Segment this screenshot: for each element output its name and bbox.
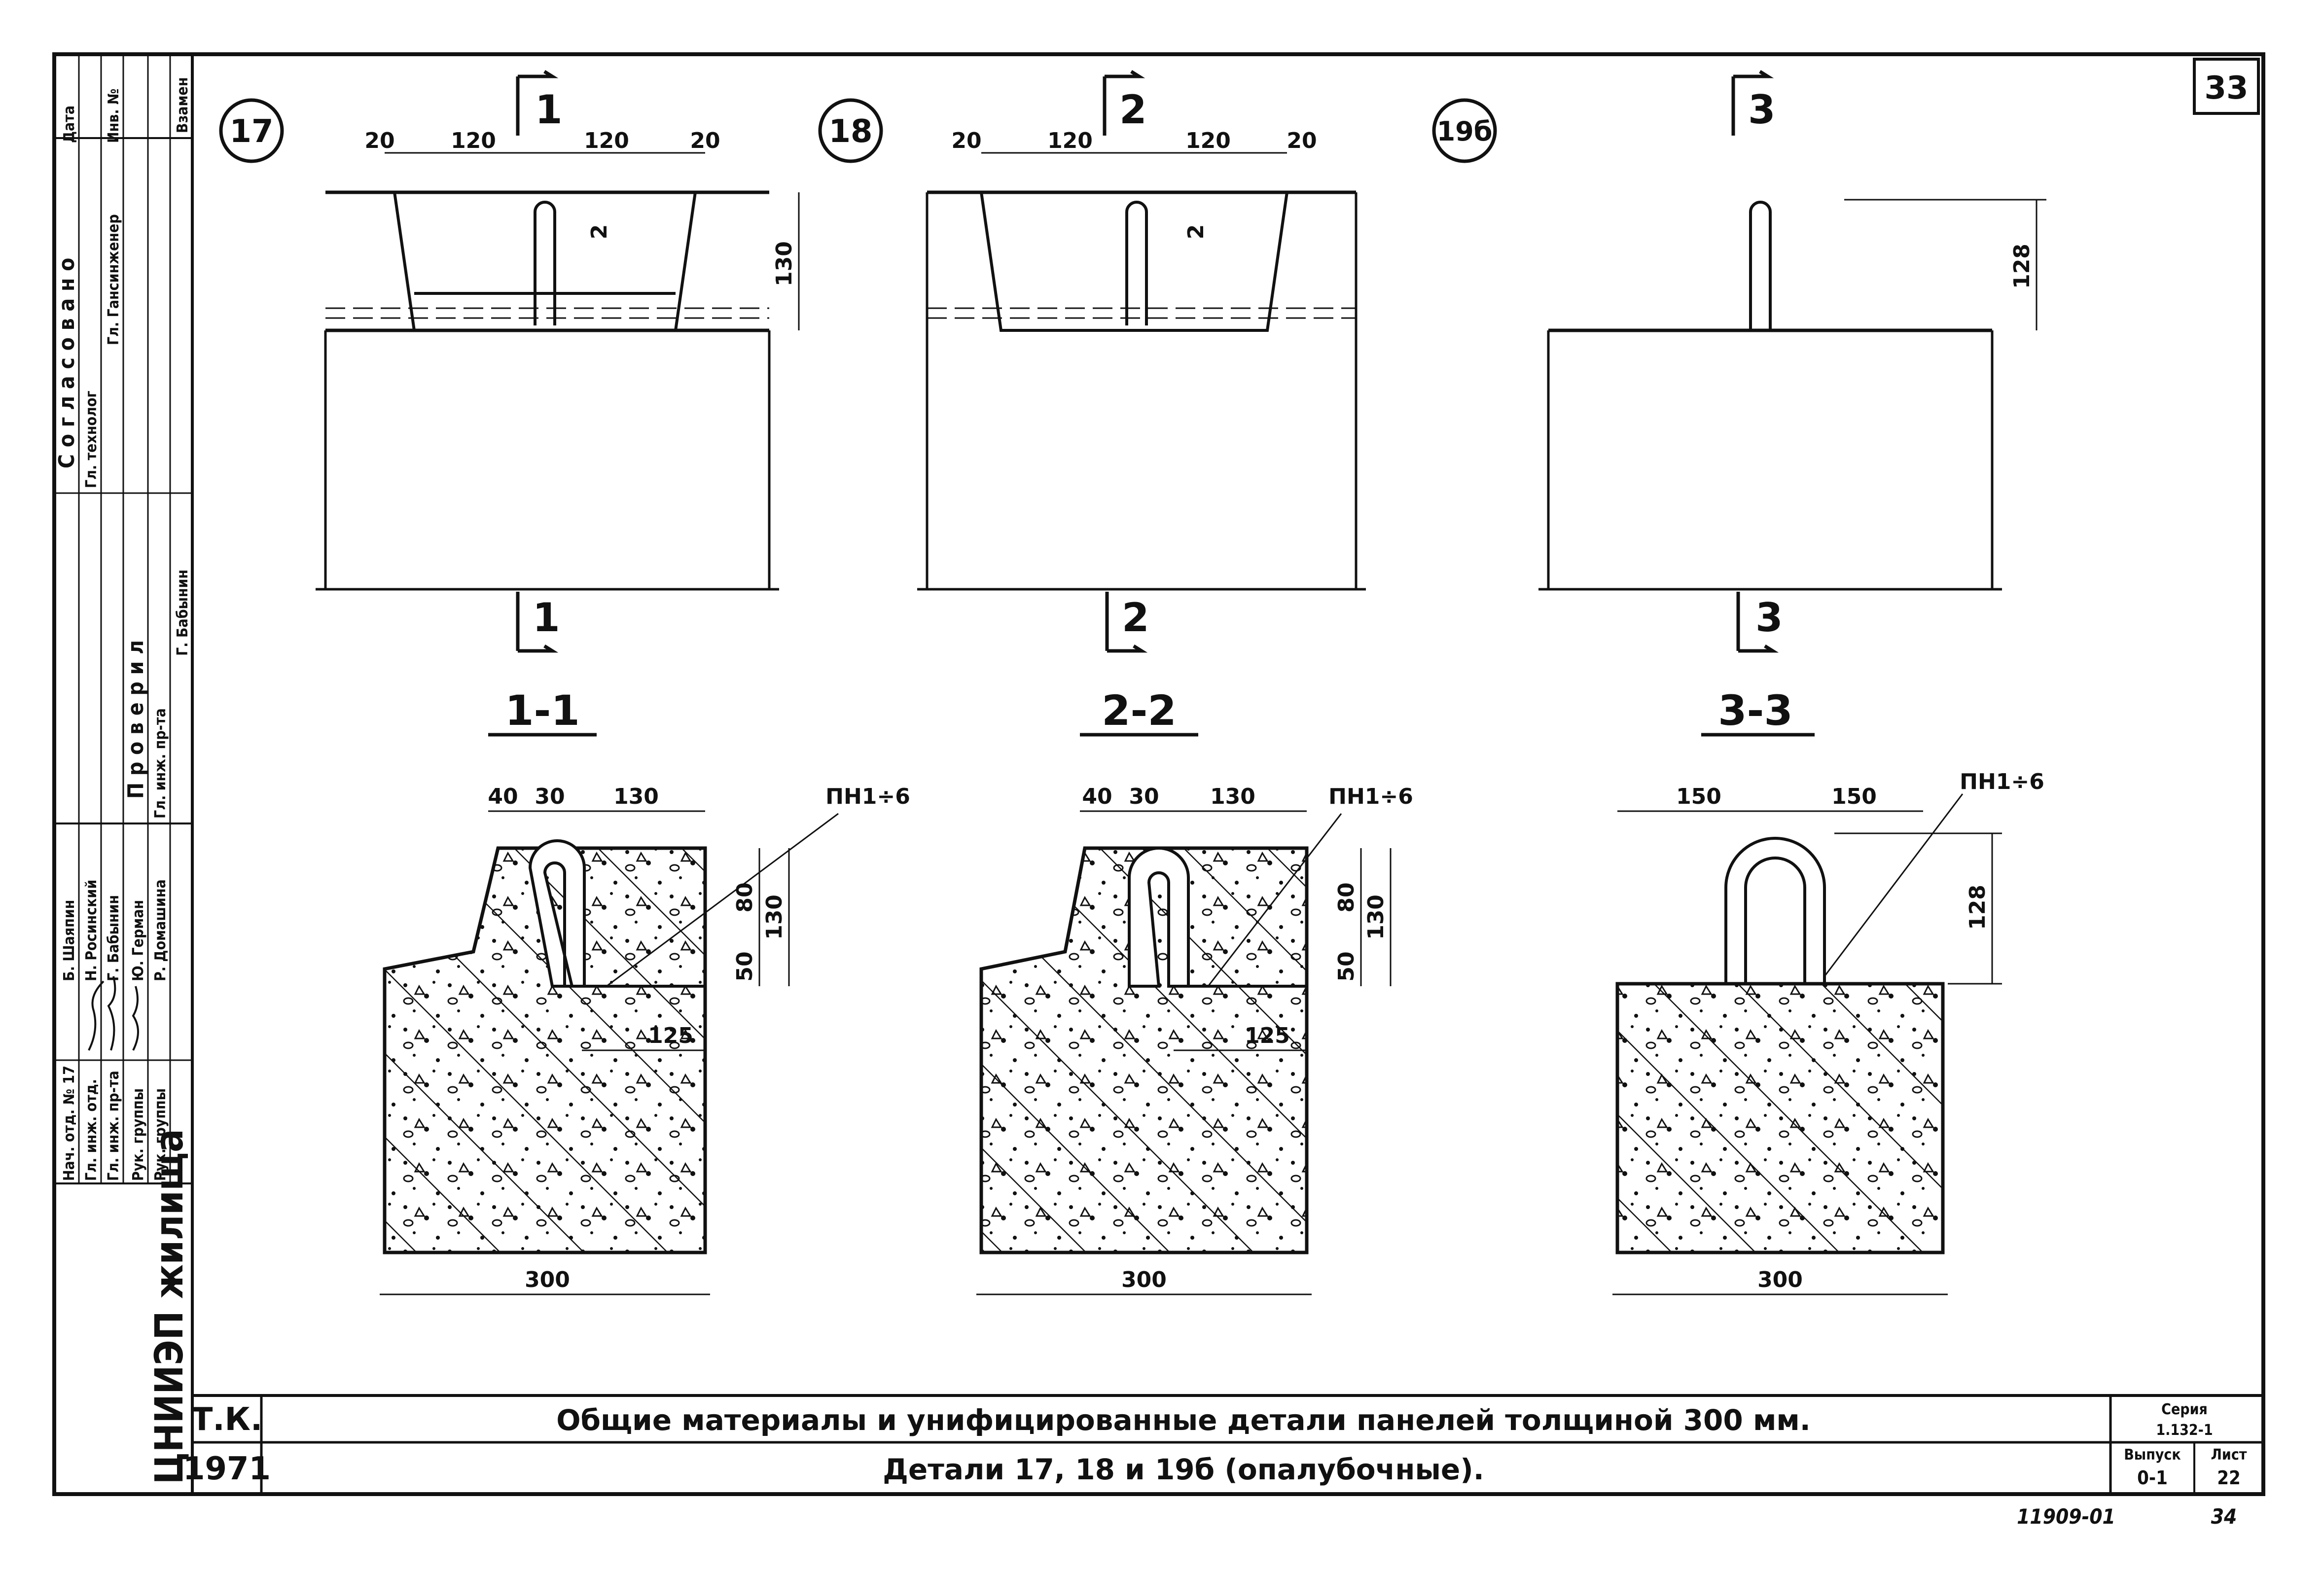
dim-18-d: 20 <box>1287 128 1317 153</box>
detail-18: 18 2 2 20 120 120 20 2 2-2 40 30 130 ПН1… <box>818 70 1413 1295</box>
signature-1 <box>88 980 105 1051</box>
name-3: Г. Бабынин <box>105 895 122 981</box>
dim-17-height: 130 <box>772 241 797 286</box>
dim-17-c: 120 <box>584 128 629 153</box>
dim-17-small: 2 <box>587 224 612 240</box>
series-label: Серия <box>2161 1401 2208 1418</box>
title-line-2: Детали 17, 18 и 19б (опалубочные). <box>883 1453 1484 1486</box>
signature-2 <box>107 976 116 1051</box>
section-title-1-1: 1-1 <box>505 686 580 735</box>
dim-19b-sec-left: 150 <box>1676 784 1721 809</box>
dim-17-bottom: 300 <box>525 1267 570 1292</box>
role-4: Рук. группы <box>130 1088 147 1181</box>
sheet-number-box: 33 <box>2193 58 2260 115</box>
col-replace-label: Взамен <box>174 77 191 133</box>
detail-marker-19b <box>1432 98 1497 163</box>
dim-17-sec-40: 40 <box>488 784 518 809</box>
dim-19b-r128: 128 <box>1965 885 1990 930</box>
dim-17-sec-30: 30 <box>535 784 565 809</box>
section-mark-top-3: 3 <box>1748 87 1776 133</box>
dim-18-r130: 130 <box>1363 894 1389 940</box>
dim-17-r50: 50 <box>732 951 757 981</box>
dim-17-r130: 130 <box>762 894 787 940</box>
approval-role-1: Гл. технолог <box>83 391 100 488</box>
dim-18-r50: 50 <box>1334 951 1359 981</box>
issue-value: 0-1 <box>2137 1467 2168 1489</box>
dim-18-sec-130: 130 <box>1210 784 1255 809</box>
section-mark-top-1: 1 <box>535 87 563 133</box>
dim-17-sec-130: 130 <box>613 784 659 809</box>
name-1: Б. Шаяпин <box>61 900 78 981</box>
issue-label: Выпуск <box>2124 1446 2181 1464</box>
dim-18-bottom: 300 <box>1121 1267 1167 1292</box>
page-number: 34 <box>2211 1504 2237 1529</box>
role-1: Нач. отд. № 17 <box>61 1066 78 1181</box>
loop-label-19b: ПН1÷6 <box>1960 769 2044 794</box>
detail-id-19b: 19б <box>1437 116 1493 147</box>
dim-18-small: 2 <box>1183 224 1209 240</box>
dim-18-c: 120 <box>1185 128 1231 153</box>
name-5: Р. Домашина <box>152 879 169 981</box>
dim-18-sec-40: 40 <box>1082 784 1112 809</box>
signature-3 <box>132 986 139 1051</box>
col-date-label: Дата <box>61 106 78 143</box>
col-inv-label: Инв. № <box>105 89 122 143</box>
detail-marker-17 <box>219 98 284 163</box>
section-mark-top-2: 2 <box>1119 87 1147 133</box>
role-2: Гл. инж. отд. <box>83 1079 100 1181</box>
dim-18-sec-30: 30 <box>1129 784 1159 809</box>
role-5: Рук. группы <box>152 1088 169 1181</box>
loop-label-17: ПН1÷6 <box>825 784 910 809</box>
check-name: Г. Бабынин <box>174 570 191 656</box>
detail-marker-18 <box>818 98 883 163</box>
detail-id-17: 17 <box>229 113 273 150</box>
approval-header: С о г л а с о в а н о <box>54 258 79 468</box>
code: Т.К. <box>191 1401 263 1438</box>
sheet-label: Лист <box>2211 1446 2247 1464</box>
approval-stamp: Дата Инв. № Взамен С о г л а с о в а н о… <box>54 54 192 1484</box>
org-name: ЦНИИЭП жилища <box>147 1129 192 1484</box>
title-line-1: Общие материалы и унифицированные детали… <box>556 1403 1811 1437</box>
dim-18-r80: 80 <box>1334 882 1359 912</box>
detail-19b: 19б 3 3 128 3-3 150 150 ПН1÷6 128 300 <box>1432 70 2046 1295</box>
dim-18-b: 120 <box>1047 128 1093 153</box>
name-4: Ю. Герман <box>130 900 147 981</box>
detail-id-18: 18 <box>828 113 872 150</box>
detail-17: 17 1 1 20 120 120 20 130 2 1-1 40 30 130… <box>219 70 910 1295</box>
role-3: Гл. инж. пр-та <box>105 1071 122 1181</box>
check-role: Гл. инж. пр-та <box>152 708 169 819</box>
section-mark-bottom-3: 3 <box>1755 595 1783 641</box>
section-title-3-3: 3-3 <box>1718 686 1793 735</box>
archive-number: 11909-01 <box>2017 1504 2115 1529</box>
section-mark-bottom-2: 2 <box>1122 595 1149 641</box>
approval-role-2: Гл. Гансинженер <box>105 214 122 345</box>
title-block: Т.К. 1971 Общие материалы и унифицирован… <box>183 1394 2263 1494</box>
dim-19b-bottom: 300 <box>1757 1267 1803 1292</box>
dim-17-b: 120 <box>451 128 496 153</box>
loop-17 <box>528 839 586 988</box>
outer-frame <box>52 52 2265 1496</box>
loop-18 <box>1128 847 1190 988</box>
sheet-value: 22 <box>2217 1467 2241 1489</box>
dim-17-a: 20 <box>364 128 394 153</box>
series-value: 1.132-1 <box>2156 1422 2213 1439</box>
dim-18-inner: 125 <box>1245 1023 1290 1048</box>
section-mark-bottom-1: 1 <box>533 595 560 641</box>
name-2: Н. Росинский <box>83 880 100 981</box>
check-header: П р о в е р и л <box>123 640 148 799</box>
loop-label-18: ПН1÷6 <box>1328 784 1413 809</box>
dim-17-r80: 80 <box>732 882 757 912</box>
dim-19b-sec-right: 150 <box>1831 784 1877 809</box>
sheet-number: 33 <box>2204 70 2248 107</box>
dim-17-d: 20 <box>690 128 720 153</box>
section-title-2-2: 2-2 <box>1102 686 1177 735</box>
dim-19b-height: 128 <box>2009 244 2035 289</box>
dim-18-a: 20 <box>951 128 981 153</box>
dim-17-inner: 125 <box>648 1023 693 1048</box>
year: 1971 <box>183 1451 271 1487</box>
loop-19b <box>1724 837 1826 985</box>
